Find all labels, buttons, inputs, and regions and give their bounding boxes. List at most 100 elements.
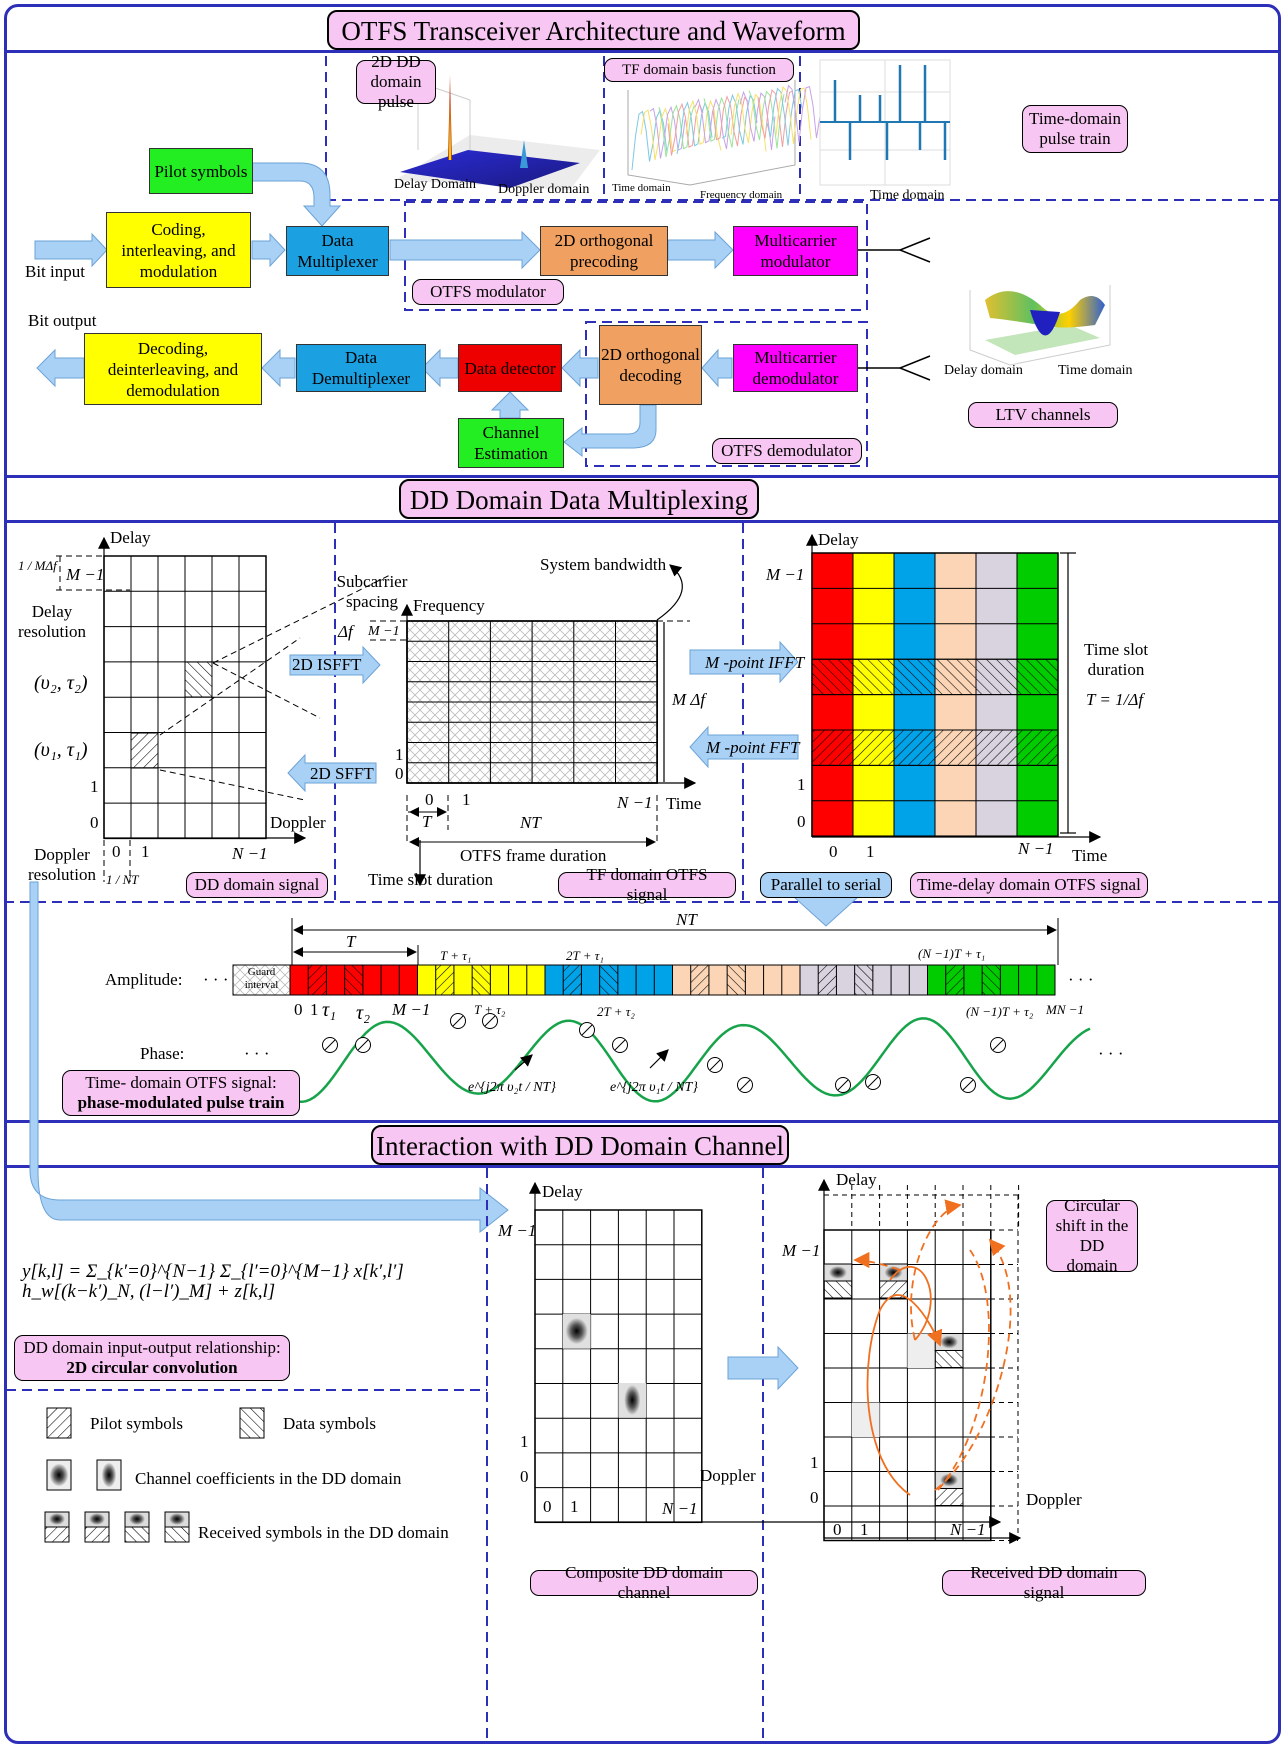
time-delay-signal-tag: Time-delay domain OTFS signal xyxy=(910,872,1148,898)
td-one: 1 xyxy=(797,775,806,794)
divider xyxy=(4,1165,1281,1168)
data-demux-block: Data Demultiplexer xyxy=(296,344,426,392)
frequency-axis: Frequency xyxy=(413,596,485,615)
pilot-symbols-block: Pilot symbols xyxy=(149,148,253,194)
td-n-minus-1: N −1 xyxy=(1018,839,1054,858)
section-title-channel: Interaction with DD Domain Channel xyxy=(371,1125,789,1165)
divider xyxy=(4,520,1281,523)
tf-axis-frequency: Frequency domain xyxy=(700,189,783,201)
td-data-cell xyxy=(934,658,977,696)
tf-mesh-line xyxy=(748,90,785,149)
td-time-axis: Time xyxy=(1072,846,1108,865)
dd-zero-x: 0 xyxy=(112,842,121,861)
recv-one-x: 1 xyxy=(860,1520,869,1539)
td-zero-x: 0 xyxy=(829,842,838,861)
wave-data xyxy=(727,965,746,995)
tf-axis-time: Time domain xyxy=(612,182,671,194)
recv-sym-bottom xyxy=(879,1280,908,1299)
recv-sym-blob xyxy=(940,1473,959,1487)
wave-pilot xyxy=(563,965,582,995)
td-m-minus-1: M −1 xyxy=(766,565,805,584)
recv-legend-blob xyxy=(129,1513,145,1525)
tf-zero-x: 0 xyxy=(425,790,434,809)
td-pilot-cell xyxy=(852,729,895,766)
dd-one-x: 1 xyxy=(141,842,150,861)
io-relationship-tag: DD domain input-output relationship: 2D … xyxy=(14,1335,290,1381)
circular-shift-tag: Circular shift in the DD domain xyxy=(1046,1196,1138,1275)
pulse-train-axis: Time domain xyxy=(870,188,945,203)
recv-legend-blob xyxy=(49,1513,65,1525)
phase-sample-hatch xyxy=(709,1059,721,1071)
wave-pilot xyxy=(308,965,327,995)
wave-data xyxy=(982,965,1001,995)
comp-zero: 0 xyxy=(520,1467,529,1486)
tf-basis-tag: TF domain basis function xyxy=(604,58,794,82)
recv-doppler-axis: Doppler xyxy=(1026,1490,1082,1509)
td-data-cell xyxy=(893,658,936,696)
tf-time-axis: Time xyxy=(666,794,702,813)
wave-m-minus-1: M −1 xyxy=(392,1000,431,1019)
ellipsis-left: · · · xyxy=(203,970,229,989)
subcarrier-spacing: Subcarrier spacing xyxy=(336,572,408,611)
divider xyxy=(4,1120,1281,1123)
coding-block: Coding, interleaving, and modulation xyxy=(106,212,251,288)
wave-data xyxy=(854,965,873,995)
tf-mesh-line xyxy=(784,84,821,143)
exp-v2: e^{j2π υ₂t / NT} xyxy=(468,1080,556,1095)
delay-resolution: Delay resolution xyxy=(18,602,86,641)
exp-v1: e^{j2π υ₁t / NT} xyxy=(610,1080,698,1095)
tf-nt-label: NT xyxy=(520,813,541,832)
comp-delay-axis: Delay xyxy=(542,1182,583,1201)
tf-mesh-line xyxy=(766,87,803,146)
otfs-frame-duration: OTFS frame duration xyxy=(460,846,607,865)
io-equation: y[k,l] = Σ_{k′=0}^{N−1} Σ_{l′=0}^{M−1} x… xyxy=(22,1261,404,1302)
phase-ellipsis-left: · · · xyxy=(244,1044,270,1063)
parallel-to-serial-tag: Parallel to serial xyxy=(760,872,892,898)
pulse-axis-delay: Delay Domain xyxy=(394,177,477,192)
t-eq: T = 1/Δf xyxy=(1086,690,1144,709)
legend-pilot: Pilot symbols xyxy=(90,1414,184,1433)
td-one-x: 1 xyxy=(866,842,875,861)
comp-doppler-axis: Doppler xyxy=(700,1466,756,1485)
tf-mesh-line xyxy=(667,102,704,156)
wave-zero: 0 xyxy=(294,1000,303,1019)
wave-pilot xyxy=(818,965,837,995)
sfft-label: 2D SFFT xyxy=(310,764,374,783)
phase-sample-hatch xyxy=(484,1015,496,1027)
wave-pilot xyxy=(690,965,709,995)
recv-delay-axis: Delay xyxy=(836,1170,877,1189)
channel-estimation-block: Channel Estimation xyxy=(458,418,564,468)
delta-f: Δf xyxy=(338,622,353,641)
recv-sym-bottom xyxy=(934,1488,964,1506)
recv-faint xyxy=(851,1402,880,1437)
recv-legend-bottom xyxy=(164,1526,190,1543)
wave-data xyxy=(472,965,491,995)
comp-n-minus-1: N −1 xyxy=(662,1499,698,1518)
dd-delay-axis: Delay xyxy=(110,528,151,547)
ch-axis-time: Time domain xyxy=(1058,363,1133,378)
tf-mesh-line xyxy=(649,105,686,159)
amplitude-label: Amplitude: xyxy=(105,970,183,989)
otfs-modulator-tag: OTFS modulator xyxy=(412,279,564,305)
mc-demodulator-block: Multicarrier demodulator xyxy=(733,344,858,392)
wave-pilot xyxy=(945,965,964,995)
td-delay-axis: Delay xyxy=(818,530,859,549)
wave-t: T xyxy=(346,932,356,951)
recv-sym-blob xyxy=(828,1266,847,1279)
wave-tau1: τ₁ xyxy=(322,999,337,1021)
recv-zero-x: 0 xyxy=(833,1520,842,1539)
recv-sym-blob xyxy=(940,1335,959,1349)
data-mux-block: Data Multiplexer xyxy=(286,226,389,276)
tf-n-minus-1: N −1 xyxy=(617,793,653,812)
tf-mesh-line xyxy=(703,96,740,148)
dd-doppler-axis: Doppler xyxy=(270,813,326,832)
tf-one-x: 1 xyxy=(462,790,471,809)
time-domain-signal-line2: phase-modulated pulse train xyxy=(77,1093,285,1112)
td-pilot-cell xyxy=(1016,729,1059,766)
tf-one: 1 xyxy=(395,745,404,764)
wave-nt: NT xyxy=(676,910,697,929)
recv-n-minus-1: N −1 xyxy=(950,1520,986,1539)
phase-sample-hatch xyxy=(614,1039,626,1051)
phase-sample-hatch xyxy=(452,1015,464,1027)
bit-output-label: Bit output xyxy=(28,311,97,330)
